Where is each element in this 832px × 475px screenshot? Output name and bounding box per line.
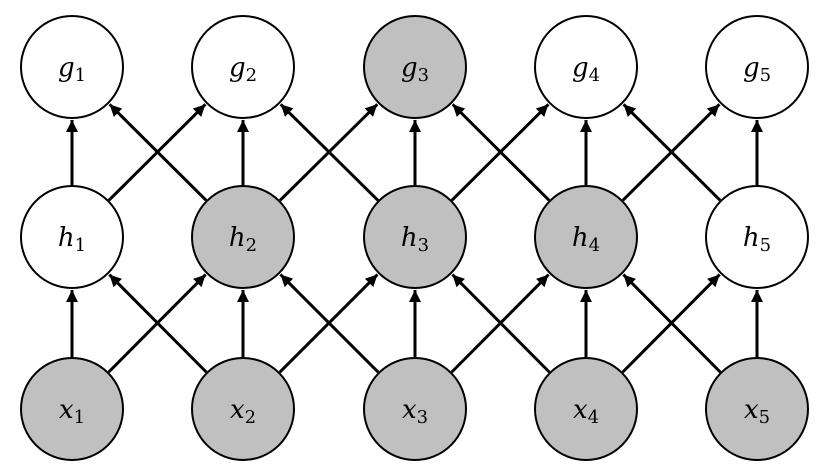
node-label-h3: h3: [401, 223, 429, 256]
node-label-x2: x2: [230, 395, 256, 428]
node-sub-h1: 1: [75, 235, 86, 256]
node-var-x2: x: [230, 395, 245, 425]
node-sub-x5: 5: [759, 407, 770, 428]
node-sub-g5: 5: [760, 65, 771, 86]
node-label-x5: x5: [744, 395, 770, 428]
node-var-g4: g: [572, 53, 589, 83]
node-label-h2: h2: [229, 223, 257, 256]
edge-h4-g3: [451, 103, 551, 202]
node-var-x5: x: [744, 395, 759, 425]
edges-group: [66, 103, 763, 374]
node-sub-x3: 3: [417, 407, 428, 428]
node-circle-x4: [534, 357, 638, 461]
node-label-x4: x4: [573, 395, 599, 428]
node-sub-h5: 5: [760, 235, 771, 256]
node-sub-x1: 1: [74, 407, 85, 428]
node-circle-h2: [191, 185, 295, 289]
node-var-h2: h: [229, 223, 246, 253]
node-label-g5: g5: [743, 53, 771, 86]
node-circle-g3: [363, 15, 467, 119]
edge-h5-g4: [622, 103, 722, 202]
node-h4: h4: [534, 185, 638, 289]
node-label-x1: x1: [59, 395, 85, 428]
node-var-g1: g: [58, 53, 75, 83]
node-circle-h1: [20, 185, 124, 289]
node-var-g5: g: [743, 53, 760, 83]
node-circle-x5: [705, 357, 809, 461]
node-label-g3: g3: [401, 53, 429, 86]
node-label-h5: h5: [743, 223, 771, 256]
node-label-g4: g4: [572, 53, 600, 86]
node-circle-x2: [191, 357, 295, 461]
node-circle-x1: [20, 357, 124, 461]
edge-x5-h4: [622, 273, 722, 374]
node-sub-h4: 4: [589, 235, 600, 256]
node-label-h1: h1: [58, 223, 86, 256]
node-sub-x4: 4: [588, 407, 599, 428]
edge-x2-h1: [108, 273, 208, 374]
node-g5: g5: [705, 15, 809, 119]
node-sub-g4: 4: [589, 65, 600, 86]
node-x2: x2: [191, 357, 295, 461]
edge-x4-h3: [451, 273, 551, 374]
node-circle-g1: [20, 15, 124, 119]
node-circle-g4: [534, 15, 638, 119]
node-g4: g4: [534, 15, 638, 119]
node-label-x3: x3: [402, 395, 428, 428]
node-var-g3: g: [401, 53, 418, 83]
node-circle-g5: [705, 15, 809, 119]
node-sub-g3: 3: [418, 65, 429, 86]
edge-h2-g1: [108, 103, 208, 202]
node-g1: g1: [20, 15, 124, 119]
node-label-g1: g1: [58, 53, 86, 86]
node-x4: x4: [534, 357, 638, 461]
node-sub-h3: 3: [418, 235, 429, 256]
node-x3: x3: [363, 357, 467, 461]
node-h2: h2: [191, 185, 295, 289]
node-circle-h5: [705, 185, 809, 289]
node-h5: h5: [705, 185, 809, 289]
node-var-h4: h: [572, 223, 589, 253]
node-label-g2: g2: [229, 53, 257, 86]
node-var-x3: x: [402, 395, 417, 425]
node-circle-h3: [363, 185, 467, 289]
node-circle-g2: [191, 15, 295, 119]
node-h1: h1: [20, 185, 124, 289]
node-var-g2: g: [229, 53, 246, 83]
node-x1: x1: [20, 357, 124, 461]
node-var-x1: x: [59, 395, 74, 425]
node-sub-h2: 2: [246, 235, 257, 256]
node-sub-g1: 1: [75, 65, 86, 86]
node-var-h5: h: [743, 223, 760, 253]
edge-h3-g2: [279, 103, 380, 202]
node-h3: h3: [363, 185, 467, 289]
node-var-h3: h: [401, 223, 418, 253]
edge-x3-h2: [279, 273, 380, 374]
node-circle-x3: [363, 357, 467, 461]
node-var-h1: h: [58, 223, 75, 253]
node-g2: g2: [191, 15, 295, 119]
node-circle-h4: [534, 185, 638, 289]
node-label-h4: h4: [572, 223, 600, 256]
node-sub-g2: 2: [246, 65, 257, 86]
node-sub-x2: 2: [245, 407, 256, 428]
node-g3: g3: [363, 15, 467, 119]
node-x5: x5: [705, 357, 809, 461]
node-var-x4: x: [573, 395, 588, 425]
